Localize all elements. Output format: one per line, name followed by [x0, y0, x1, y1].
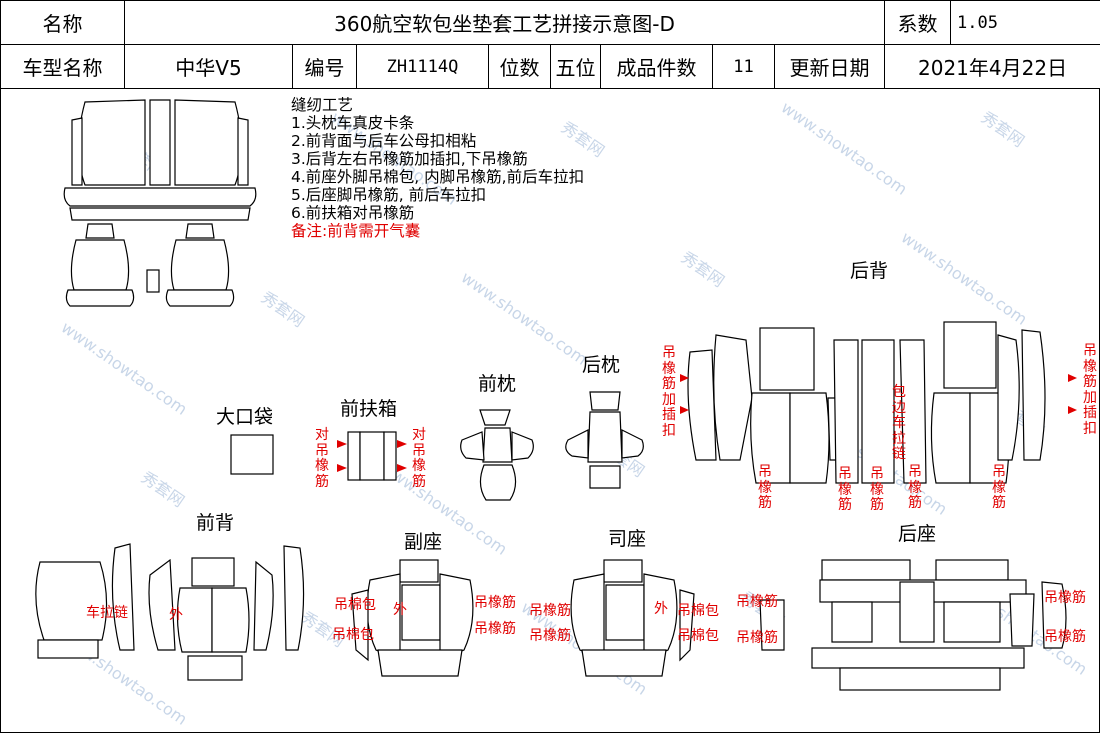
label-front-back: 前背	[196, 512, 235, 534]
annot-driver-cotton: 吊棉包	[677, 628, 719, 644]
annot-rear-back-bottom: 吊橡筋	[992, 464, 1006, 511]
code-value: ZH1114Q	[356, 44, 489, 89]
annot-rear-back-bottom: 吊橡筋	[870, 466, 884, 513]
annot-rear-back-bottom: 吊橡筋	[908, 464, 922, 511]
label-front-pillow: 前枕	[478, 373, 517, 395]
annot-passenger-outer: 外	[393, 602, 407, 618]
model-label: 车型名称	[0, 44, 125, 89]
rear-pillow-pieces	[565, 391, 644, 489]
label-rear-seat: 后座	[898, 523, 937, 545]
seats-value: 五位	[550, 44, 601, 89]
label-front-armrest: 前扶箱	[340, 398, 398, 420]
label-passenger-seat: 副座	[404, 531, 443, 553]
rear-seat-pieces	[759, 559, 1067, 691]
page-title: 360航空软包坐垫套工艺拼接示意图-D	[123, 0, 886, 45]
annot-rear-back-left: 吊橡筋加插扣	[662, 345, 676, 439]
annot-passenger-cotton: 吊棉包	[332, 627, 374, 643]
annot-rear-back-bottom: 吊橡筋	[758, 464, 772, 511]
thumbnail-rear-seat	[63, 99, 257, 221]
annot-rear-back-right: 吊橡筋加插扣	[1083, 343, 1097, 437]
driver-seat-pieces	[570, 559, 695, 677]
header-table: 名称 360航空软包坐垫套工艺拼接示意图-D 系数 1.05 车型名称 中华V5…	[0, 0, 1100, 89]
annot-passenger-elastic: 吊橡筋	[474, 621, 516, 637]
annot-driver-elastic: 吊橡筋	[529, 603, 571, 619]
name-label: 名称	[0, 0, 125, 45]
front-pillow-pieces	[460, 409, 534, 501]
model-value: 中华V5	[124, 44, 293, 89]
annot-rear-seat-elastic: 吊橡筋	[1044, 590, 1086, 606]
annot-driver-outer: 外	[654, 601, 668, 617]
annot-rear-seat-elastic: 吊橡筋	[736, 594, 778, 610]
annot-driver-cotton: 吊棉包	[677, 603, 719, 619]
pieces-value: 11	[712, 44, 775, 89]
annot-rear-seat-elastic: 吊橡筋	[1044, 629, 1086, 645]
note-item: 6.前扶箱对吊橡筋	[291, 204, 415, 222]
coef-value: 1.05	[950, 0, 1100, 45]
notes-remark: 备注:前背需开气囊	[291, 222, 421, 240]
front-armrest-pieces	[337, 431, 407, 481]
annot-passenger-elastic: 吊橡筋	[474, 595, 516, 611]
label-rear-pillow: 后枕	[582, 354, 621, 376]
note-item: 3.后背左右吊橡筋加插扣,下吊橡筋	[291, 150, 528, 168]
note-item: 5.后座脚吊橡筋, 前后车拉扣	[291, 186, 487, 204]
code-label: 编号	[292, 44, 357, 89]
bag-piece	[230, 434, 274, 475]
pieces-label: 成品件数	[600, 44, 713, 89]
passenger-seat-pieces	[351, 559, 474, 677]
seats-label: 位数	[488, 44, 551, 89]
thumbnail-front-seats	[65, 223, 235, 307]
notes-heading: 缝纫工艺	[291, 96, 354, 114]
annot-front-back-zipper: 车拉链	[86, 605, 128, 621]
label-rear-back: 后背	[850, 260, 889, 282]
note-item: 1.头枕车真皮卡条	[291, 114, 415, 132]
date-value: 2021年4月22日	[884, 44, 1100, 89]
note-item: 4.前座外脚吊棉包, 内脚吊橡筋,前后车拉扣	[291, 168, 585, 186]
annot-rear-back-zipper: 包边车拉链	[892, 384, 906, 462]
coef-label: 系数	[884, 0, 952, 45]
note-item: 2.前背面与后车公母扣相粘	[291, 132, 477, 150]
annot-passenger-cotton: 吊棉包	[334, 597, 376, 613]
annot-front-back-outer: 外	[169, 607, 183, 623]
annot-armrest-right: 对吊橡筋	[412, 427, 426, 490]
date-label: 更新日期	[773, 44, 886, 89]
annot-rear-back-bottom: 吊橡筋	[838, 466, 852, 513]
label-driver-seat: 司座	[608, 528, 647, 550]
rear-back-pieces	[680, 321, 1077, 484]
front-back-pieces	[35, 543, 305, 681]
sewing-notes: 缝纫工艺 1.头枕车真皮卡条 2.前背面与后车公母扣相粘 3.后背左右吊橡筋加插…	[291, 96, 584, 240]
annot-rear-seat-elastic: 吊橡筋	[736, 630, 778, 646]
annot-armrest-left: 对吊橡筋	[315, 427, 329, 490]
label-bag: 大口袋	[216, 406, 274, 428]
annot-driver-elastic: 吊橡筋	[529, 628, 571, 644]
